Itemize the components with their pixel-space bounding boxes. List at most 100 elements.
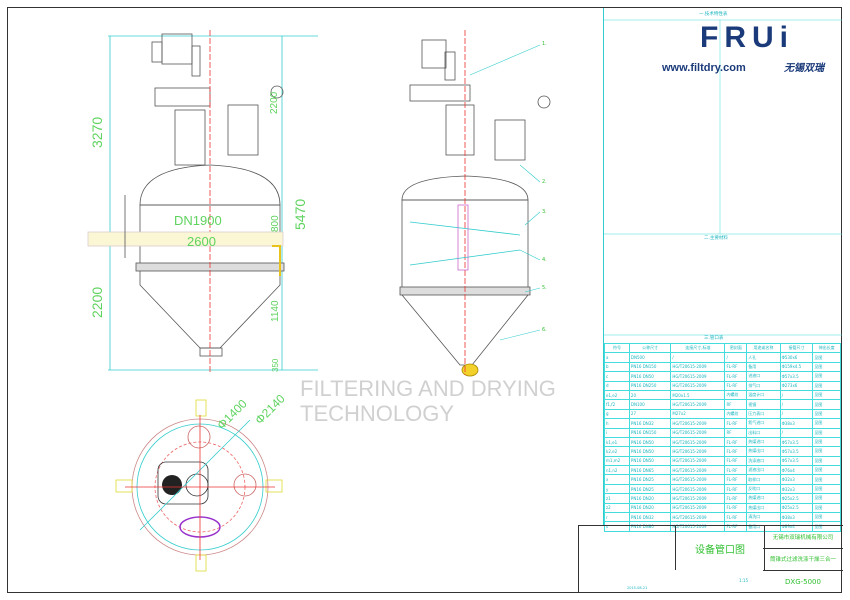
table-cell: 出料口 [746, 427, 781, 438]
table-cell: Φ57x3.5 [779, 436, 814, 448]
header-cell: 密封面 [724, 342, 748, 354]
table-cell: 洗涤液口 [746, 455, 781, 467]
table-cell: PN16 DN25 [628, 483, 672, 495]
table-cell: PN16 DN65 [628, 465, 672, 476]
dim-top-right: 2200 [269, 91, 280, 114]
table-cell: Φ57x3.5 [779, 371, 814, 382]
table-cell: 见图 [812, 483, 841, 495]
callout-5: 5. [542, 285, 547, 291]
table-cell: 压力表口 [746, 408, 781, 420]
table-cell: FL-RF [724, 493, 748, 504]
table-cell: Φ76x4 [779, 465, 814, 476]
table-cell: PN16 DN50 [628, 371, 672, 382]
table-cell: FL-RF [724, 483, 748, 495]
table-cell: 反吹口 [746, 483, 781, 495]
dim-350: 350 [271, 358, 280, 372]
table-cell: h [604, 418, 630, 429]
table-cell: / [779, 399, 814, 410]
dim-800: 800 [270, 215, 281, 232]
table-cell: 备用口 [746, 521, 781, 532]
table-cell: HG/T20615-2009 [670, 465, 726, 476]
table-cell: Φ25x2.5 [779, 493, 814, 504]
table-cell: Φ273x6 [779, 380, 814, 391]
table-cell: 见图 [812, 399, 841, 410]
materials-title: 二.主要材料 [704, 236, 728, 241]
callout-2: 2. [542, 179, 547, 185]
table-cell: 见图 [812, 493, 841, 504]
table-cell: FL-RF [724, 446, 748, 457]
table-cell: PN16 DN80 [628, 521, 672, 532]
table-cell: RF [724, 427, 748, 438]
logo-brand: FRUi [700, 21, 794, 54]
table-cell: Φ159x4.5 [779, 361, 814, 373]
table-cell: b [604, 361, 630, 373]
table-cell: 热媒出口 [746, 446, 781, 457]
table-cell: HG/T20615-2009 [670, 502, 726, 514]
table-cell: 取样口 [746, 474, 781, 485]
table-cell: PN16 DN50 [628, 436, 672, 448]
table-cell: Φ38x3 [779, 418, 814, 429]
table-cell: r [604, 512, 630, 523]
table-cell: Φ89x4 [779, 521, 814, 532]
table-cell: Φ32x3 [779, 474, 814, 485]
table-cell: e1,e2 [604, 389, 630, 401]
table-cell: 氮气进口 [746, 418, 781, 429]
table-cell: 见图 [812, 361, 841, 373]
table-cell: FL-RF [724, 418, 748, 429]
table-cell: m1,m2 [604, 455, 630, 467]
front-view-dimensions: 3270 2200 5470 DN1900 2600 2200 800 1140… [89, 91, 308, 372]
header-cell: 公称尺寸 [628, 342, 672, 354]
table-cell: 见图 [812, 436, 841, 448]
table-cell: 滤液出口 [746, 465, 781, 476]
callout-4: 4. [542, 257, 547, 263]
table-cell: FL-RF [724, 436, 748, 448]
table-cell: Φ38x3 [779, 512, 814, 523]
table-cell: FL-RF [724, 502, 748, 514]
table-cell: PN16 DN32 [628, 512, 672, 523]
table-cell: 见图 [812, 502, 841, 514]
table-cell: 见图 [812, 474, 841, 485]
table-cell: 见图 [812, 512, 841, 523]
table-cell: z2 [604, 502, 630, 514]
table-cell: 见图 [812, 418, 841, 429]
table-cell: Φ57x3.5 [779, 446, 814, 457]
table-cell: 见图 [812, 408, 841, 420]
logo-url: www.filtdry.com [662, 62, 746, 74]
dim-2600: 2600 [187, 234, 216, 249]
dim-dn1900: DN1900 [174, 213, 222, 228]
table-cell: HG/T20615-2009 [670, 418, 726, 429]
table-cell: FL-RF [724, 371, 748, 382]
table-cell: HG/T20615-2009 [670, 399, 726, 410]
table-cell: 视镜 [746, 399, 781, 410]
header-cell: 连接尺寸,标准 [670, 342, 726, 354]
table-cell: PN16 DN50 [628, 446, 672, 457]
table-cell: HG/T20615-2009 [670, 512, 726, 523]
table-cell: 见图 [812, 521, 841, 532]
callout-1: 1. [542, 41, 547, 47]
dim-3270: 3270 [89, 117, 105, 148]
model-number: DXG-5000 [785, 577, 821, 586]
table-cell: / [724, 352, 748, 363]
table-cell: RF [724, 399, 748, 410]
table-cell: 内螺纹 [724, 408, 748, 420]
nozzle-table-header: 符号 公称尺寸 连接尺寸,标准 密封面 用途或名称 接管尺寸 伸出长度 [604, 342, 841, 354]
table-cell: PN16 DN32 [628, 418, 672, 429]
header-cell: 符号 [604, 342, 630, 354]
side-view [399, 30, 551, 377]
callout-3: 3. [542, 209, 547, 215]
table-cell: FL-RF [724, 465, 748, 476]
table-cell: PN16 DN50 [628, 455, 672, 467]
title-block: 设备管口图 无锡市双瑞机械有限公司 筒锥式过滤洗涤干燥三合一 DXG-5000 … [578, 525, 843, 593]
table-cell: M20x1.5 [670, 389, 726, 401]
table-cell: i [604, 427, 630, 438]
